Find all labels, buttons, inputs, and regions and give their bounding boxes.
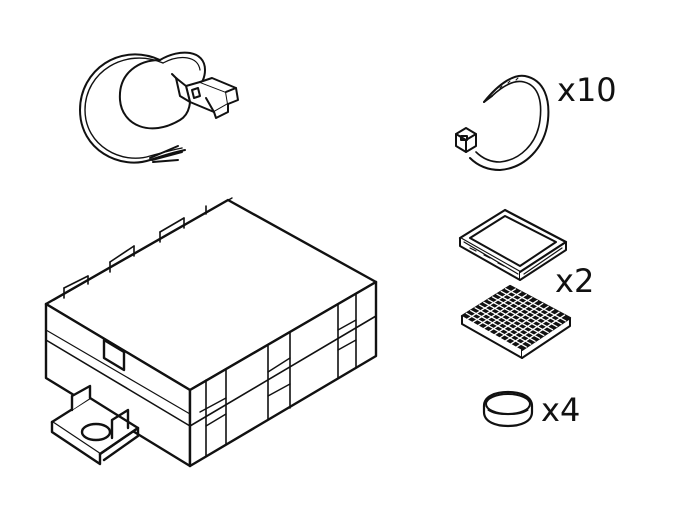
cable-tie	[455, 74, 550, 171]
pad-grid-line	[470, 309, 532, 345]
pad-grid-line	[472, 291, 522, 323]
pad-grid-line	[510, 311, 560, 345]
pad-grid-line	[465, 312, 528, 348]
foam-pad-top	[458, 208, 568, 281]
mounting-bracket	[50, 384, 140, 466]
pad-grid-line	[504, 288, 567, 322]
pads-quantity: x2	[555, 262, 595, 300]
harness-connector	[175, 77, 239, 119]
pad-grid-line	[515, 314, 566, 348]
pad-grid-line	[488, 299, 538, 333]
grommet	[482, 390, 534, 428]
pad-grid-line	[474, 307, 536, 342]
control-unit	[44, 197, 378, 468]
pad-grid-line	[499, 305, 549, 339]
pad-grid-line	[483, 296, 533, 330]
pad-grid-line	[477, 294, 528, 326]
pad-grid-line	[466, 288, 517, 320]
pad-grid-line	[496, 293, 558, 328]
foam-pad-grid	[460, 284, 572, 359]
wiring-harness	[79, 51, 239, 164]
grommets-quantity: x4	[541, 391, 581, 429]
pad-grid-line	[483, 301, 545, 337]
pad-grid-line	[487, 298, 549, 334]
cable-tie-head	[455, 127, 477, 153]
pad-grid-line	[504, 308, 555, 342]
pad-grid-line	[500, 290, 562, 325]
cable-ties-quantity: x10	[557, 71, 617, 109]
pad-grid-line	[491, 296, 554, 331]
pad-grid-line	[478, 304, 541, 340]
pad-grid-line	[494, 302, 544, 336]
